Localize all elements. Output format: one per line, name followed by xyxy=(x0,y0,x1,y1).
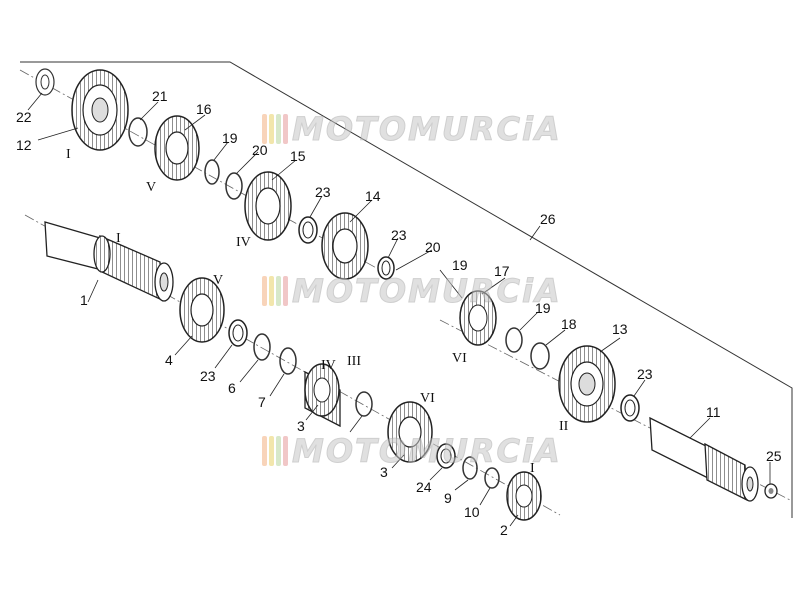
washer-22-hole xyxy=(40,74,50,90)
circlip-10 xyxy=(484,467,500,489)
callout-12: 12 xyxy=(16,137,32,153)
callout-15: 15 xyxy=(290,148,306,164)
gear-mark-VI-lower: VI xyxy=(420,391,435,406)
gear-14 xyxy=(321,212,369,280)
callout-1: 1 xyxy=(80,292,88,308)
callout-19-mid: 19 xyxy=(452,257,468,273)
bush-23-a xyxy=(298,216,318,244)
callout-23-d: 23 xyxy=(637,366,653,382)
callout-14: 14 xyxy=(365,188,381,204)
leader-lines xyxy=(27,92,771,527)
gear-mark-V-upper: V xyxy=(146,180,156,195)
gear-13 xyxy=(558,345,616,423)
circlip-21 xyxy=(128,117,148,147)
gear-mark-II: II xyxy=(559,419,569,434)
callout-4: 4 xyxy=(165,352,173,368)
callout-3: 3 xyxy=(297,418,305,434)
nut-25 xyxy=(764,483,778,499)
callout-21: 21 xyxy=(152,88,168,104)
washer-18 xyxy=(530,342,550,370)
washer-6 xyxy=(253,333,271,361)
gear-mark-VI-right: VI xyxy=(452,351,467,366)
gear-17 xyxy=(459,290,497,346)
callout-19-upper: 19 xyxy=(222,130,238,146)
callout-3b: 3 xyxy=(380,464,388,480)
callout-20-lower: 20 xyxy=(425,239,441,255)
gear-2 xyxy=(506,471,542,521)
callout-18: 18 xyxy=(561,316,577,332)
callout-23-b: 23 xyxy=(391,227,407,243)
bush-23-c xyxy=(228,319,248,347)
gear-5 xyxy=(387,401,433,463)
gear-mark-III: III xyxy=(347,354,361,369)
callout-26: 26 xyxy=(540,211,556,227)
callout-7: 7 xyxy=(258,394,266,410)
callout-22: 22 xyxy=(16,109,32,125)
callout-11: 11 xyxy=(706,404,721,420)
circlip-19-mid xyxy=(355,391,373,417)
gear-mark-IV-lower: IV xyxy=(321,358,336,373)
washer-20-upper xyxy=(225,172,243,200)
callout-25: 25 xyxy=(766,448,782,464)
secondary-shaft-11 xyxy=(649,416,759,502)
lower-shaft-axis xyxy=(24,214,561,516)
washer-9 xyxy=(462,456,478,480)
callout-10: 10 xyxy=(464,504,480,520)
circlip-7 xyxy=(279,347,297,375)
callout-19-lower: 19 xyxy=(535,300,551,316)
callout-2: 2 xyxy=(500,522,508,538)
callout-20-upper: 20 xyxy=(252,142,268,158)
bush-24 xyxy=(436,443,456,469)
callout-16: 16 xyxy=(196,101,212,117)
bush-23-d xyxy=(620,394,640,422)
gear-mark-IV-upper: IV xyxy=(236,235,251,250)
gear-mark-V-lower: V xyxy=(213,273,223,288)
gear-mark-I-lower: I xyxy=(530,461,535,476)
gear-mark-I-shaft: I xyxy=(116,231,121,246)
gear-3 xyxy=(304,363,341,428)
gear-12 xyxy=(71,69,129,151)
callout-23-a: 23 xyxy=(315,184,331,200)
callout-24: 24 xyxy=(416,479,432,495)
gear-4 xyxy=(179,277,225,343)
callout-17: 17 xyxy=(494,263,510,279)
callout-6: 6 xyxy=(228,380,236,396)
circlip-19-lower xyxy=(505,327,523,353)
gear-mark-I-upper: I xyxy=(66,147,71,162)
circlip-19-upper xyxy=(204,159,220,185)
gear-16 xyxy=(154,115,200,181)
callout-23-c: 23 xyxy=(200,368,216,384)
assembly-bracket-line xyxy=(20,61,793,518)
callout-13: 13 xyxy=(612,321,628,337)
gear-15 xyxy=(244,171,292,241)
primary-shaft-1 xyxy=(44,221,174,302)
callout-9: 9 xyxy=(444,490,452,506)
bush-23-b xyxy=(377,256,395,280)
